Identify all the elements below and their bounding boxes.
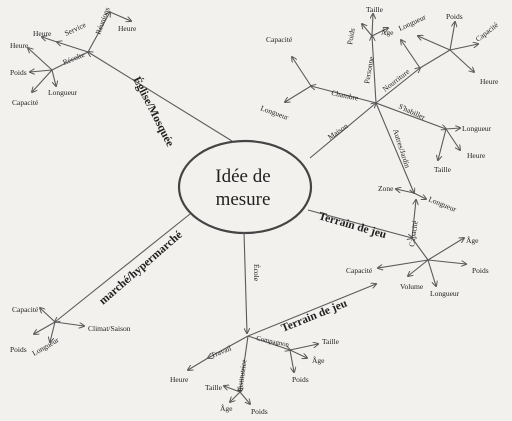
eglise-service: Service xyxy=(63,20,88,38)
center-title-line2: mesure xyxy=(216,189,271,210)
terrain1-capacite-branch: Capacité xyxy=(407,219,420,247)
maison-zone: Zone xyxy=(378,184,394,193)
maison-capacite-2: Capacité xyxy=(474,20,501,44)
branch-eglise: Église/Mosquée Réunions Service Récolte … xyxy=(10,6,233,149)
maison-age-1: Âge xyxy=(381,27,394,37)
maison-heure-1: Heure xyxy=(480,77,499,86)
center-title-line1: Idée de xyxy=(215,166,270,187)
ecole-heure: Heure xyxy=(170,375,189,384)
ecole-label: École xyxy=(252,264,262,282)
branch-marche: marché/hypermarché Capacité Climat/Saiso… xyxy=(10,213,191,358)
eglise-capacite: Capacité xyxy=(12,98,39,107)
branch-ecole: École Terrain de jeu Travail Heure Compa… xyxy=(170,231,376,416)
maison-capacite-1: Capacité xyxy=(266,35,293,44)
maison-longueur-1: Longueur xyxy=(259,103,290,122)
maison-label: Maison xyxy=(326,121,350,141)
maison-longueur-2: Longueur xyxy=(397,12,428,33)
eglise-heure-left: Heure xyxy=(10,41,29,50)
eglise-reunions: Réunions xyxy=(93,6,111,36)
eglise-longueur: Longueur xyxy=(48,88,78,97)
ecole-institutrice: Institutrice xyxy=(235,358,249,392)
ecole-age-1: Âge xyxy=(312,355,325,365)
maison-chambre: Chambre xyxy=(331,88,360,103)
terrain1-poids: Poids xyxy=(472,266,489,275)
eglise-poids: Poids xyxy=(10,68,27,77)
branch-maison: Maison Chambre Capacité Longueur Personn… xyxy=(259,5,500,214)
maison-heure-2: Heure xyxy=(467,151,486,160)
center-node xyxy=(177,139,313,235)
eglise-heure-top: Heure xyxy=(33,29,52,38)
ecole-terrain2-label: Terrain de jeu xyxy=(280,297,350,335)
maison-longueur-3: Longueur xyxy=(462,124,492,133)
marche-poids: Poids xyxy=(10,345,27,354)
branch-terrain-1: Terrain de jeu Capacité Âge Capacité Poi… xyxy=(307,200,489,298)
marche-label: marché/hypermarché xyxy=(97,229,185,307)
marche-climat: Climat/Saison xyxy=(88,324,131,333)
eglise-heure-right: Heure xyxy=(118,24,137,33)
terrain1-volume: Volume xyxy=(400,282,424,291)
terrain1-age: Âge xyxy=(466,235,479,245)
maison-shabiller: S'habiller xyxy=(397,102,427,122)
ecole-compagnon: Compagnon xyxy=(256,335,291,349)
ecole-travail: Travail xyxy=(209,343,232,359)
ecole-age-2: Âge xyxy=(220,403,233,413)
maison-nourriture: Nourriture xyxy=(381,67,412,94)
eglise-label: Église/Mosquée xyxy=(130,74,177,149)
marche-longueur: Longueur xyxy=(31,335,61,358)
terrain1-label: Terrain de jeu xyxy=(317,210,388,241)
maison-taille-2: Taille xyxy=(434,165,452,174)
terrain1-longueur: Longueur xyxy=(430,289,460,298)
maison-poids-2: Poids xyxy=(446,12,463,21)
ecole-poids-1: Poids xyxy=(292,375,309,384)
marche-capacite: Capacité xyxy=(12,305,39,314)
ecole-taille-1: Taille xyxy=(322,337,340,346)
maison-poids-1: Poids xyxy=(345,27,357,45)
maison-taille-1: Taille xyxy=(366,5,384,14)
terrain1-capacite: Capacité xyxy=(346,266,373,275)
ecole-poids-2: Poids xyxy=(251,407,268,416)
maison-autres-jardin: Autres/Jardin xyxy=(391,128,412,169)
maison-longueur-4: Longueur xyxy=(427,195,458,214)
ecole-taille-2: Taille xyxy=(205,383,223,392)
eglise-recolte: Récolte xyxy=(61,50,86,67)
